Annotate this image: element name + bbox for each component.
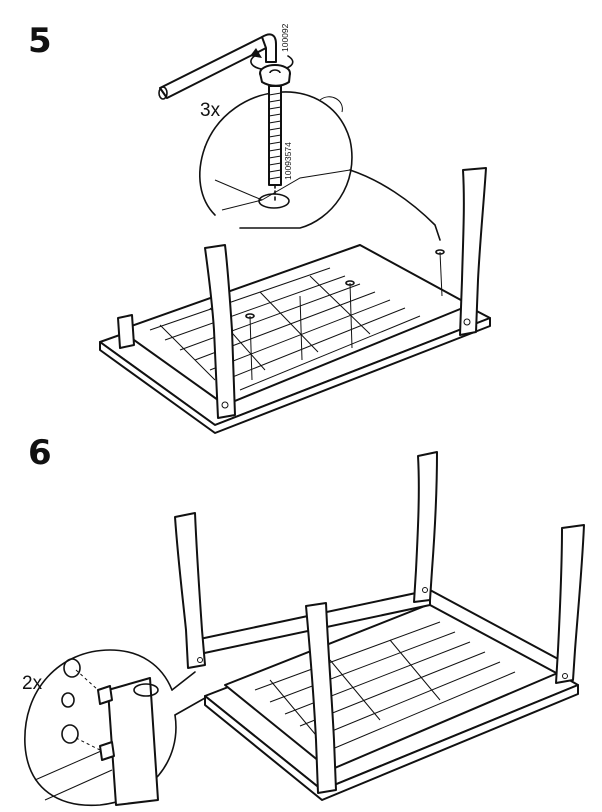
step-6-table-frame xyxy=(174,451,585,801)
dowel-icon xyxy=(61,658,115,761)
step-5-illustration xyxy=(99,33,491,434)
allen-key-icon xyxy=(158,33,277,100)
step-6-number: 6 xyxy=(28,433,52,473)
step-6-detail-callout xyxy=(24,649,206,807)
step-6-illustration xyxy=(24,451,585,807)
step-5-quantity: 3x xyxy=(200,100,221,121)
step-5-detail-callout xyxy=(199,91,441,241)
step-5-number: 5 xyxy=(28,21,52,61)
bolt-icon xyxy=(259,64,291,201)
step-6-quantity: 2x xyxy=(22,673,43,694)
step-5-table-frame xyxy=(99,167,491,434)
